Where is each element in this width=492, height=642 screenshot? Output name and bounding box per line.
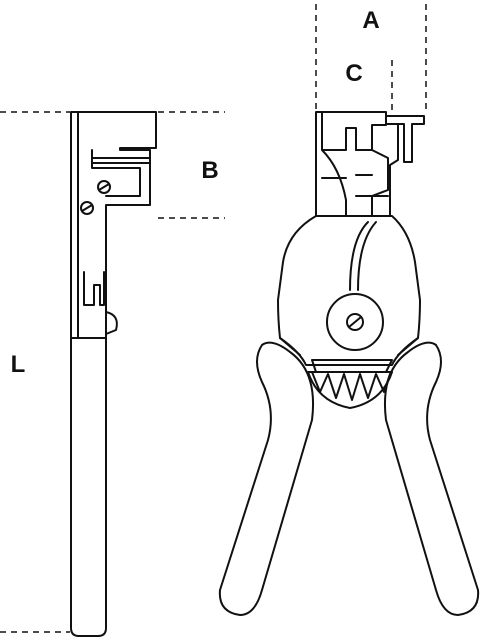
- jaw-detail-3: [355, 124, 387, 151]
- screw-icon: [97, 180, 111, 194]
- label-l: L: [11, 351, 26, 378]
- label-b: B: [201, 157, 218, 184]
- side-view: [0, 111, 225, 637]
- tool-body: [277, 215, 421, 366]
- pivot-wheel: [326, 293, 384, 351]
- label-c: C: [345, 60, 362, 87]
- side-handle: [70, 337, 107, 637]
- cable-channel: [349, 221, 369, 291]
- right-handle: [384, 341, 480, 616]
- left-handle: [218, 341, 314, 616]
- screw-icon: [80, 201, 94, 215]
- side-knob: [105, 311, 118, 335]
- body-edge-right: [397, 337, 419, 356]
- side-spring-slot: [83, 271, 105, 306]
- jaw-head: [315, 111, 399, 217]
- stop-pin: [385, 115, 425, 163]
- side-head: [70, 111, 79, 339]
- jaw-detail-2: [321, 149, 347, 217]
- body-edge-left: [279, 337, 301, 356]
- ratchet-gear: [307, 359, 393, 409]
- jaw-blade: [371, 149, 389, 217]
- front-view: [218, 4, 480, 616]
- cable-channel-inner: [357, 221, 377, 291]
- jaw-detail-1: [321, 111, 357, 151]
- label-a: A: [362, 7, 379, 34]
